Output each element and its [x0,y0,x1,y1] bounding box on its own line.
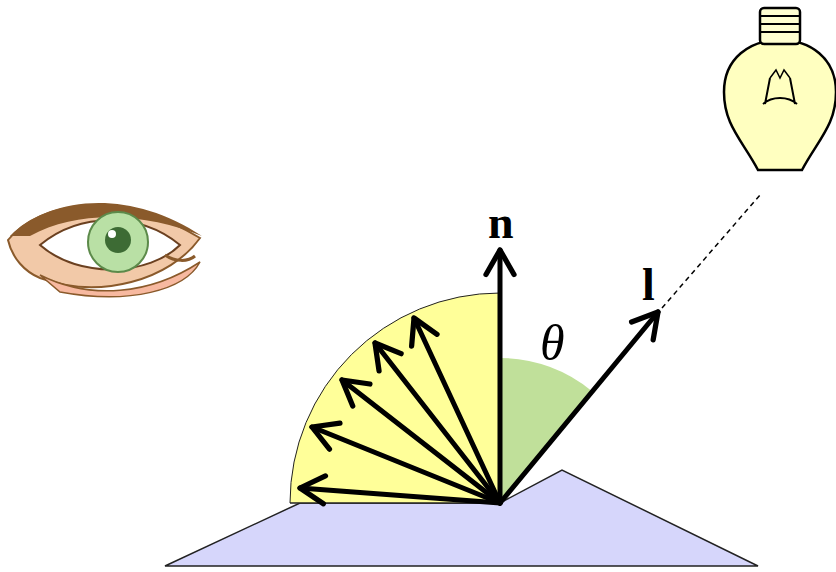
normal-label: n [488,200,514,246]
angle-label: θ [540,318,565,368]
reflection-lobe [290,293,500,503]
light-bulb [724,8,836,170]
normal-vector [498,250,503,503]
angle-wedge [500,358,593,503]
eye [8,203,202,297]
light-label: l [642,262,655,308]
reflected-rays [300,318,500,503]
light-vector [500,312,658,503]
reflected-ray [342,380,500,503]
light-ray [662,195,760,308]
reflected-ray [300,488,500,503]
